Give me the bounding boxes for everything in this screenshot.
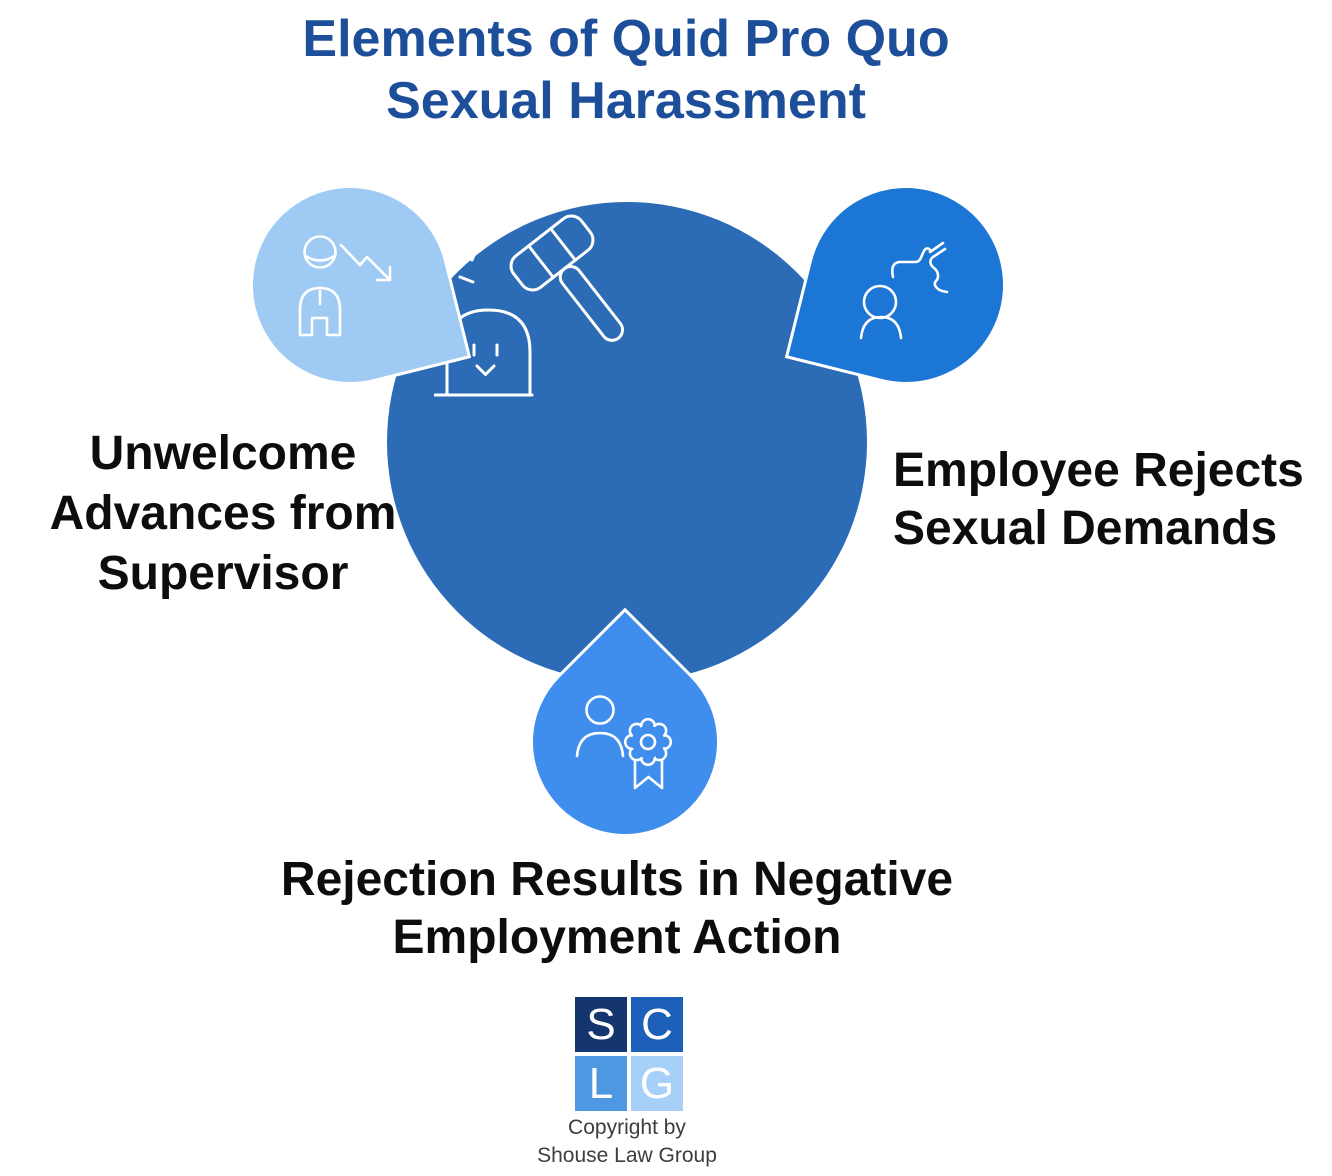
logo-square-g: G [631, 1056, 683, 1111]
page-title: Elements of Quid Pro Quo Sexual Harassme… [0, 8, 1252, 132]
label-line: Rejection Results in Negative [280, 853, 954, 906]
logo-square-c: C [631, 997, 683, 1052]
label-line: Advances from [49, 487, 397, 540]
page-title-line1: Elements of Quid Pro Quo [302, 10, 950, 68]
shouse-law-group-logo: S C L G [575, 997, 683, 1111]
ribbon-tails [633, 741, 664, 790]
mole-mouth [475, 364, 496, 376]
label-line: Employee Rejects [893, 444, 1304, 497]
label-line: Employment Action [392, 911, 842, 964]
spark-line-1 [470, 244, 480, 262]
center-circle [387, 202, 867, 682]
copyright-notice: Copyright by Shouse Law Group [0, 1114, 1254, 1170]
bubble-unwelcome-advances [228, 163, 472, 407]
label-line: Unwelcome [89, 427, 357, 480]
copyright-line2: Shouse Law Group [537, 1144, 717, 1167]
logo-square-l: L [575, 1056, 627, 1111]
gavel-icon [509, 214, 625, 342]
label-line: Supervisor [97, 547, 349, 600]
bubble-negative-employment-action [490, 607, 760, 877]
page-title-line2: Sexual Harassment [386, 72, 866, 130]
person-figure [575, 695, 625, 758]
spark-line-2 [458, 275, 475, 284]
rosette-center-ring [639, 733, 657, 751]
person-snapping-hand-icon [841, 220, 971, 350]
label-unwelcome-advances: Unwelcome Advances from Supervisor [15, 424, 431, 604]
logo-square-s: S [575, 997, 627, 1052]
rosette-core [631, 725, 665, 759]
person-declining-arrow-icon [285, 220, 415, 350]
label-line: Sexual Demands [893, 502, 1278, 555]
label-negative-employment-action: Rejection Results in Negative Employment… [0, 851, 1234, 967]
person-award-ribbon-icon [560, 677, 690, 807]
gavel-striking-person-icon [434, 214, 625, 397]
copyright-line1: Copyright by [568, 1116, 686, 1139]
label-employee-rejects: Employee Rejects Sexual Demands [893, 442, 1304, 558]
bubble-employee-rejects [784, 163, 1028, 407]
